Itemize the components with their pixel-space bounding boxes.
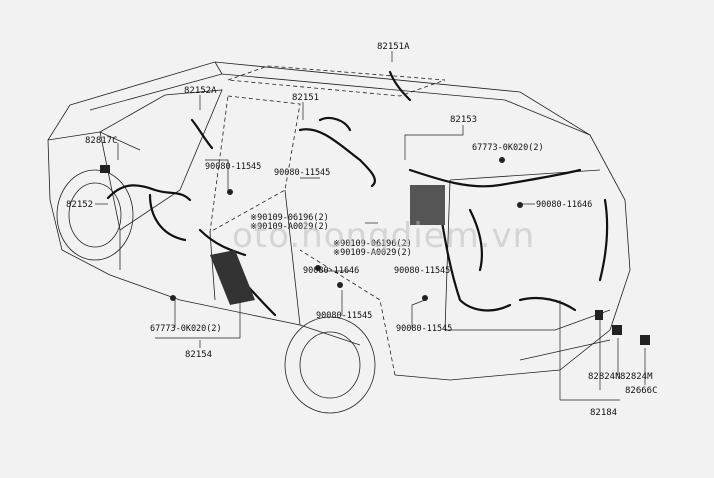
connector-82824M <box>612 325 622 335</box>
label-90080-11545-e: 90080-11545 <box>396 324 453 334</box>
label-82666C: 82666C <box>625 386 658 396</box>
bolt-90080-11545-d <box>337 282 343 288</box>
bolt-90080-11646-mid <box>315 265 321 271</box>
rear-door-harness-block <box>210 250 255 305</box>
label-90109-06196: ※90109-06196(2) <box>250 213 329 223</box>
label-90109-06196-b: ※90109-06196(2) <box>333 239 412 249</box>
clip-67773-top <box>499 157 505 163</box>
bolt-90080-11545-a <box>227 189 233 195</box>
label-90080-11545-c: 90080-11545 <box>394 266 451 276</box>
leader-lines <box>95 51 646 401</box>
label-82151A: 82151A <box>377 42 410 52</box>
junction-block <box>410 185 445 225</box>
label-90080-11545-d: 90080-11545 <box>316 311 373 321</box>
label-82152: 82152 <box>66 200 94 210</box>
wire-harness-runs <box>106 70 609 317</box>
label-90080-11646-mid: 90080-11646 <box>303 266 360 276</box>
label-82154: 82154 <box>185 350 213 360</box>
label-82184: 82184 <box>590 408 618 418</box>
label-82153: 82153 <box>450 115 478 125</box>
label-82817C: 82817C <box>85 136 118 146</box>
label-90080-11545-a: 90080-11545 <box>205 162 262 172</box>
vehicle-body-outline <box>47 61 631 414</box>
label-90109-A0029-b: ※90109-A0029(2) <box>333 248 412 258</box>
connector-82666C <box>640 335 650 345</box>
bolt-90080-11545-e <box>422 295 428 301</box>
label-67773-0K020-top: 67773-0K020(2) <box>472 143 544 153</box>
bolt-90080-11646-right <box>517 202 523 208</box>
label-67773-0K020-bottom: 67773-0K020(2) <box>150 324 222 334</box>
label-82152A: 82152A <box>184 86 217 96</box>
label-90080-11545-b: 90080-11545 <box>274 168 331 178</box>
label-82824M: 82824M <box>620 372 653 382</box>
label-82824N: 82824N <box>588 372 621 382</box>
connector-82817C <box>100 165 110 173</box>
connectors-and-blocks <box>100 157 650 345</box>
clip-67773-bottom <box>170 295 176 301</box>
label-90080-11646-right: 90080-11646 <box>536 200 593 210</box>
label-82151: 82151 <box>292 93 320 103</box>
label-90109-A0029: ※90109-A0029(2) <box>250 222 329 232</box>
connector-82824N <box>595 310 603 320</box>
